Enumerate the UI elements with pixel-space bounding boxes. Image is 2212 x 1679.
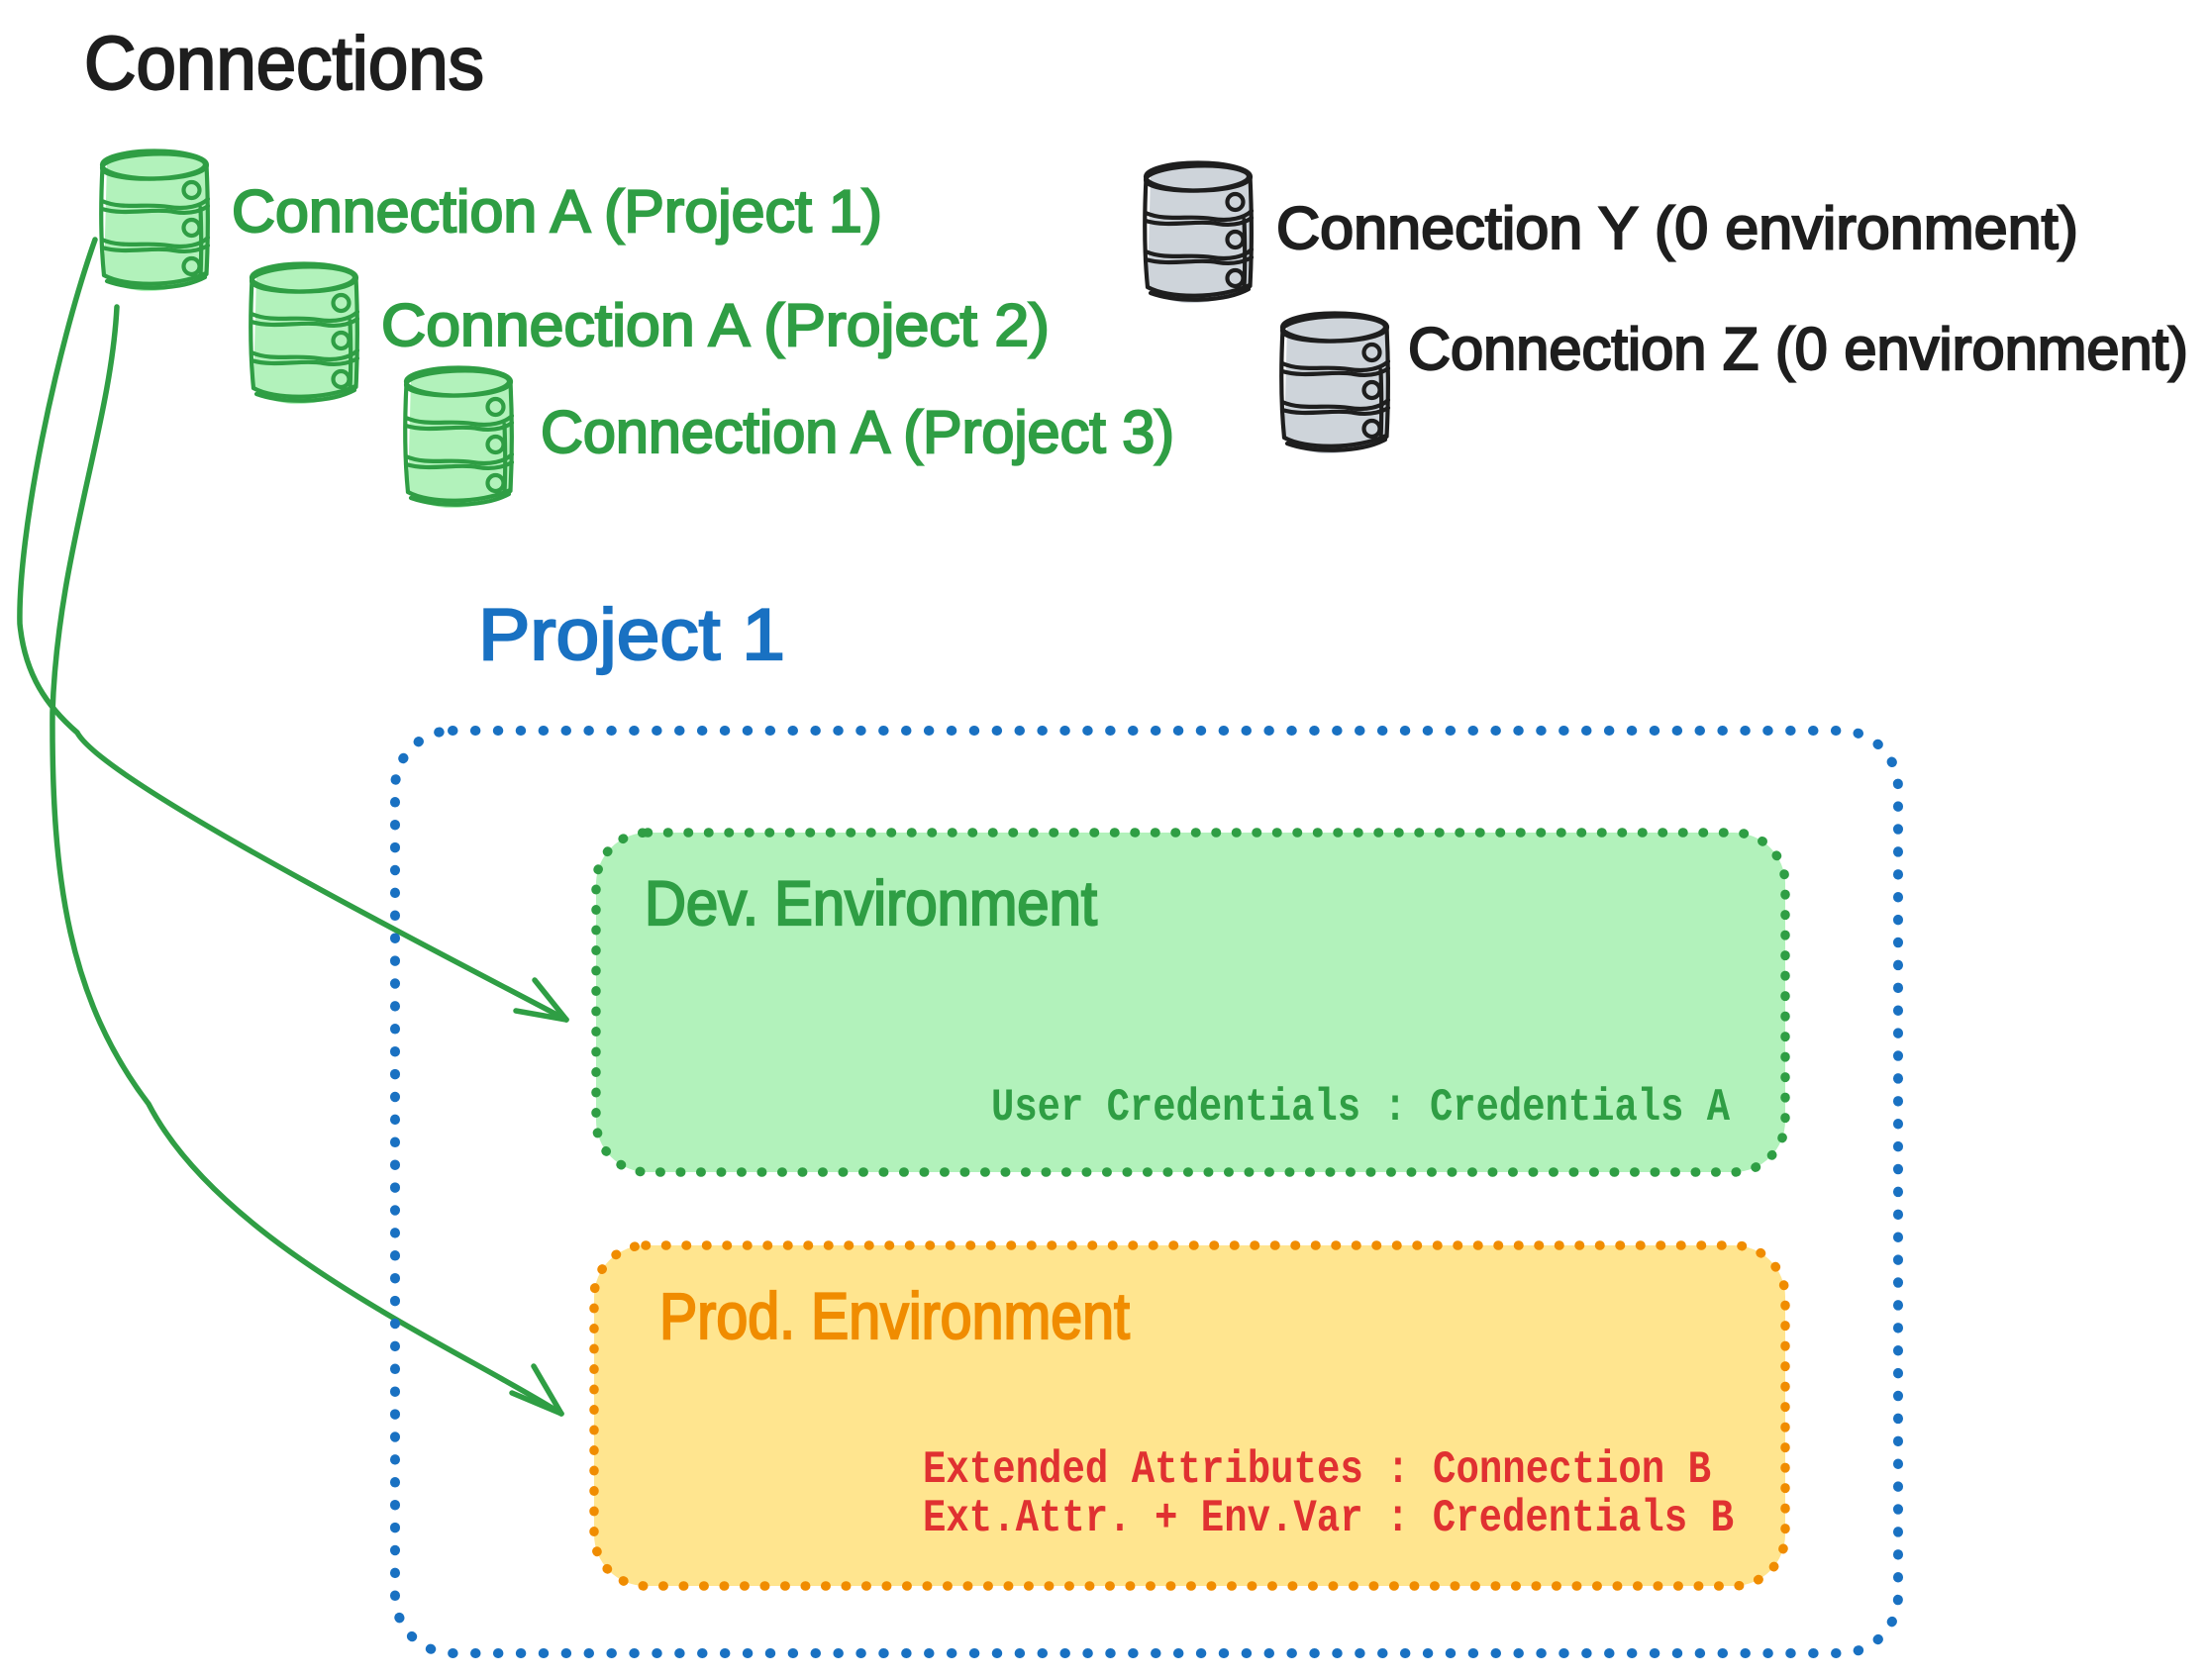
svg-text:Dev. Environment: Dev. Environment (645, 869, 1097, 938)
svg-text:Connection A (Project 1): Connection A (Project 1) (232, 178, 882, 245)
svg-text:Connection A (Project 2): Connection A (Project 2) (381, 292, 1050, 358)
svg-text:Project 1: Project 1 (478, 595, 785, 675)
svg-text:Ext.Attr. + Env.Var : Credenti: Ext.Attr. + Env.Var : Credentials B (923, 1493, 1734, 1544)
svg-text:Connection Z (0 environment): Connection Z (0 environment) (1408, 316, 2188, 382)
svg-text:Connections: Connections (84, 22, 484, 106)
svg-text:Connection Y (0 environment): Connection Y (0 environment) (1276, 195, 2078, 261)
svg-text:Extended Attributes : Connecti: Extended Attributes : Connection B (923, 1444, 1711, 1496)
svg-text:Connection A (Project 3): Connection A (Project 3) (541, 399, 1174, 465)
svg-text:User Credentials : Credentials: User Credentials : Credentials A (991, 1082, 1730, 1134)
svg-text:Prod. Environment: Prod. Environment (659, 1279, 1130, 1352)
